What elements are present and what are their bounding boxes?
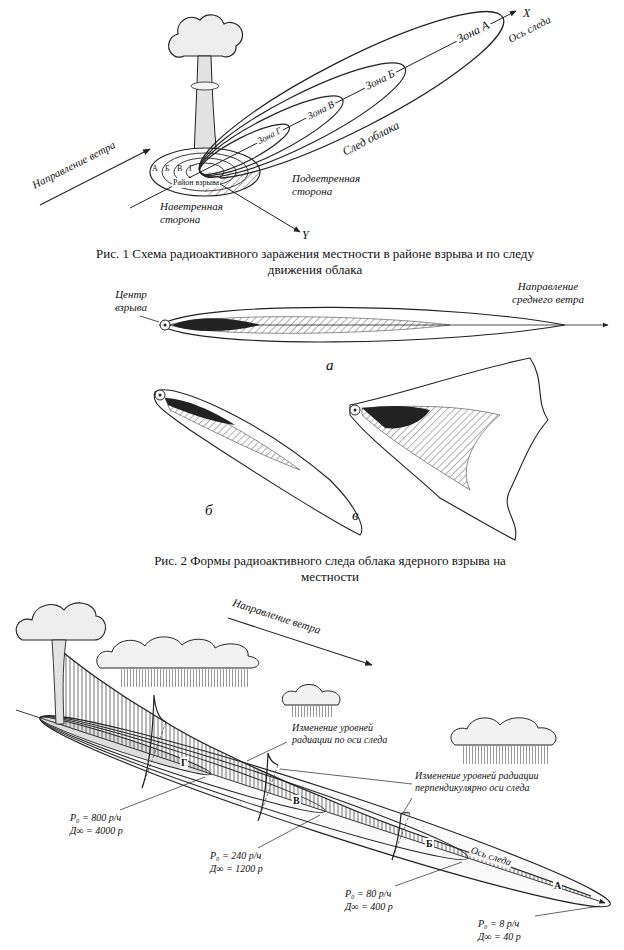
fallout-rain — [120, 669, 248, 687]
radiation-curve — [59, 649, 591, 896]
wind-label: Направление среднего ветра — [500, 280, 596, 306]
dose-value: Д∞ = 1200 р — [210, 863, 263, 875]
figure-caption: Рис. 1 Схема радиоактивного заражения ме… — [80, 246, 550, 277]
zone-letter: В — [177, 164, 182, 174]
trace-middle — [362, 406, 500, 490]
variant-letter: б — [205, 501, 213, 519]
trace-axis — [16, 710, 605, 903]
radiation-profile — [59, 649, 591, 898]
leader-line — [258, 815, 320, 848]
zone-ellipse — [184, 0, 519, 203]
curve-note: Изменение уровней радиации по оси следа — [292, 722, 404, 746]
cross-profile — [392, 813, 410, 860]
mushroom-cloud — [16, 603, 105, 640]
trace-middle — [165, 398, 300, 470]
axis-label: Ось следа — [468, 844, 514, 869]
variant-letter: а — [326, 356, 334, 374]
rain-cloud — [97, 637, 259, 668]
cross-profile — [258, 753, 278, 821]
variant-letter: в — [352, 506, 359, 524]
leader-line — [247, 742, 287, 761]
explosion-center — [160, 320, 170, 330]
side-label: Подветренная сторона — [292, 172, 374, 198]
zone-region: Зона Г — [195, 116, 295, 183]
zone-letter: Б — [425, 838, 434, 850]
cross-base — [142, 722, 166, 788]
wind-label: Направление ветра — [30, 138, 118, 191]
dose-rate: P₀ = 8 р/ч — [478, 918, 519, 930]
wind-arrow — [165, 325, 608, 326]
dose-value: Д∞ = 4000 р — [70, 825, 123, 837]
explosion-center-dot — [164, 324, 167, 327]
zone-label: Зона Б — [362, 66, 399, 93]
cross-base — [258, 765, 278, 821]
rain-cloud — [451, 718, 556, 745]
leader-line — [403, 798, 412, 813]
explosion-center-dot — [354, 409, 357, 412]
figure-3 — [16, 603, 617, 925]
wind-label: Направление ветра — [231, 596, 322, 637]
dose-rate: P₀ = 240 р/ч — [210, 850, 261, 862]
zone-label: Зона Г — [254, 125, 285, 147]
cross-base — [392, 813, 410, 860]
zone-ellipse — [195, 116, 295, 183]
mushroom-cloud — [169, 15, 243, 57]
zone-label: Зона А — [453, 18, 493, 47]
zone-letter: Б — [165, 164, 170, 174]
explosion-center-dot — [159, 394, 162, 397]
zone-letter: А — [152, 164, 158, 174]
explosion-center — [350, 405, 360, 415]
zone-ellipse — [189, 45, 417, 194]
zone-letter: Г — [180, 757, 188, 769]
leader-line — [280, 769, 412, 784]
trace-core — [165, 398, 235, 425]
dose-rate: P₀ = 80 р/ч — [345, 888, 391, 900]
center-label: Центр взрыва — [98, 288, 164, 314]
rain-cloud — [282, 685, 340, 706]
side-label: Наветренная сторона — [160, 200, 236, 226]
area-label: Район взрыва — [172, 178, 220, 188]
leader-line — [395, 862, 462, 886]
leader-line — [120, 777, 205, 810]
trace-outline — [350, 358, 548, 540]
leader-line — [535, 906, 600, 916]
stem-collar — [191, 82, 219, 90]
cross-profile — [142, 695, 166, 788]
zone-label: Зона В — [304, 98, 338, 123]
fallout-rain — [462, 746, 548, 764]
dose-value: Д∞ = 400 р — [345, 901, 393, 913]
trace-core — [362, 406, 430, 428]
figure-1 — [40, 11, 516, 232]
explosion-center — [155, 390, 165, 400]
curve-note: Изменение уровней радиации перпендикуляр… — [415, 770, 539, 794]
trace-outline — [154, 390, 361, 535]
zone-letter: Г — [189, 164, 194, 174]
axis-name: Y — [302, 228, 309, 242]
dose-value: Д∞ = 40 р — [478, 931, 521, 943]
zone-letter: А — [553, 880, 562, 892]
fallout-rain — [292, 706, 334, 717]
trace-axis — [130, 11, 516, 208]
axis-name: X — [523, 6, 530, 20]
figure-caption: Рис. 2 Формы радиоактивного следа облака… — [130, 553, 530, 584]
figure-2 — [140, 307, 608, 540]
zone-letter: В — [292, 795, 301, 807]
zone-region: Зона Б Зона В Зона Г — [189, 45, 417, 194]
leader-line — [140, 316, 159, 322]
dose-rate: P₀ = 800 р/ч — [70, 812, 121, 824]
cloud-stem — [52, 640, 66, 724]
